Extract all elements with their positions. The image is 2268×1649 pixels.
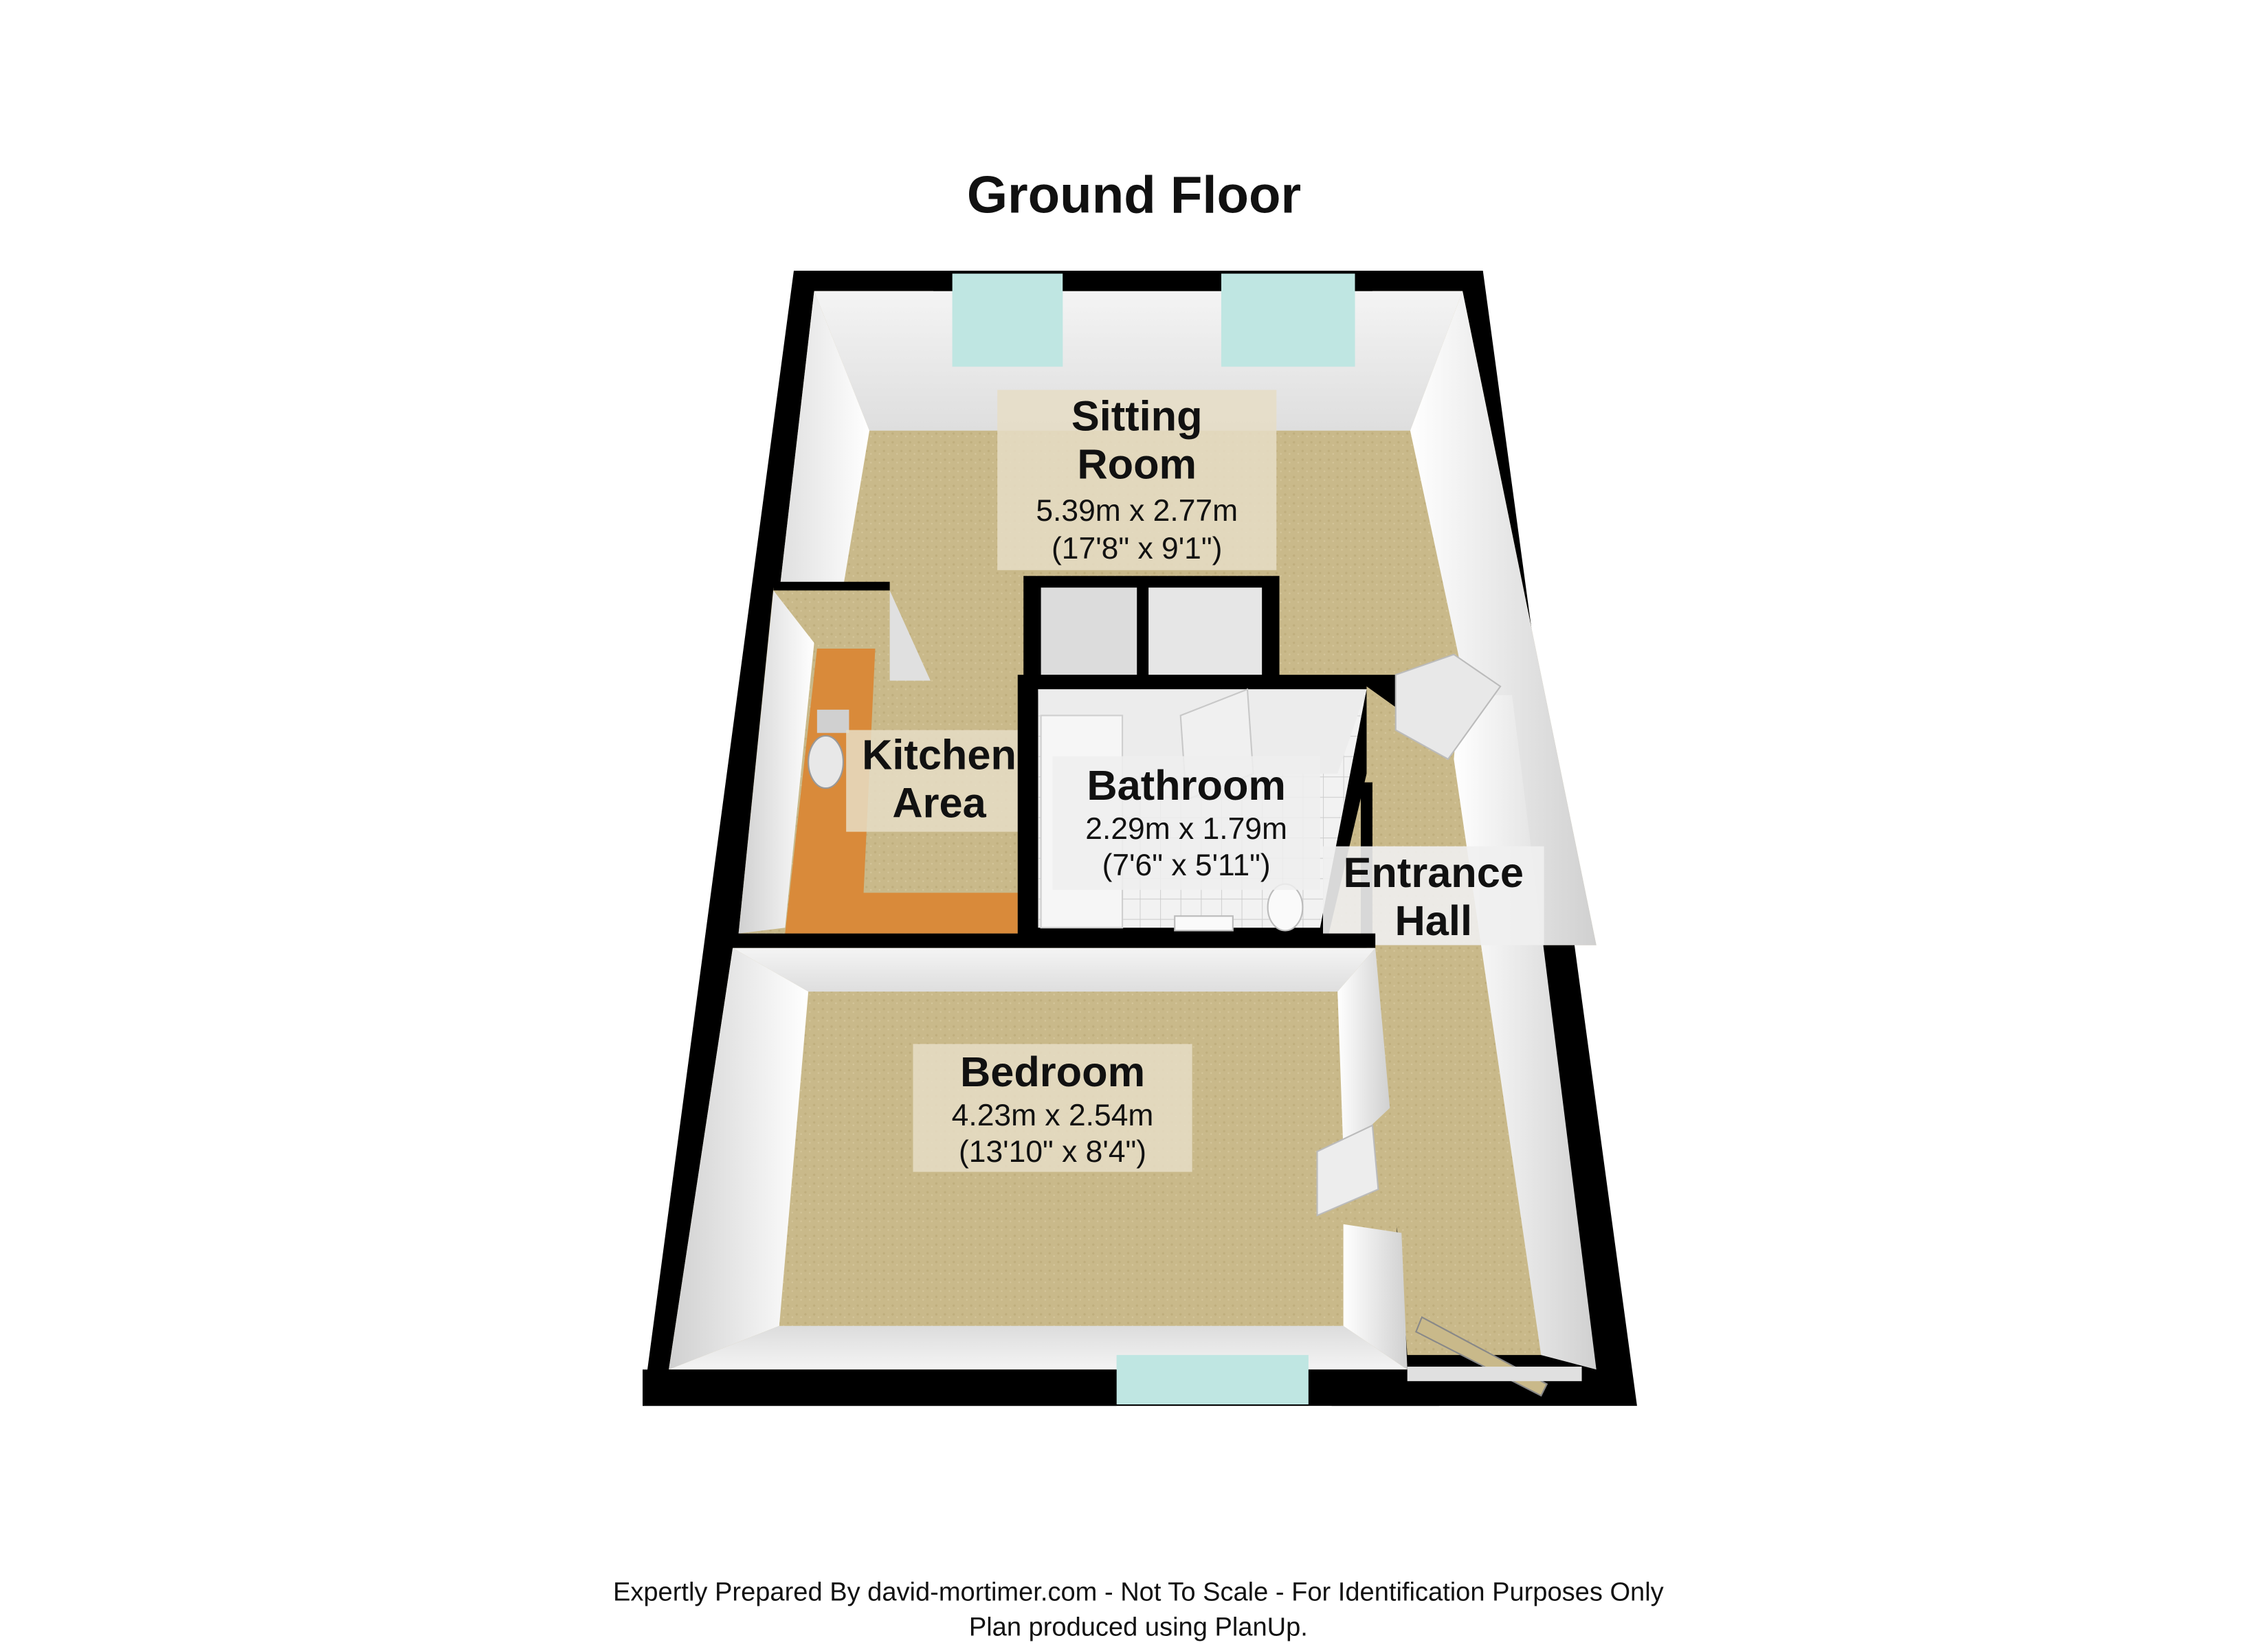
bedroom-door <box>1316 1124 1379 1217</box>
bathroom-label-bg <box>1052 756 1320 890</box>
bedroom-window <box>1116 1355 1309 1405</box>
front-door-threshold <box>1407 1367 1582 1382</box>
hall-door <box>1394 653 1502 761</box>
bathroom-name: Bathroom <box>1087 761 1286 809</box>
plan-title: Ground Floor <box>967 166 1301 224</box>
window-top-left-notch <box>933 271 953 291</box>
toilet-icon <box>1267 883 1304 932</box>
cupboard-right <box>1148 587 1263 675</box>
footer-line2: Plan produced using PlanUp. <box>969 1613 1308 1641</box>
entrance-name-line2: Hall <box>1395 897 1472 944</box>
kitchen-left-wall <box>738 590 814 934</box>
window-top-right <box>1221 273 1355 367</box>
hob-icon <box>816 709 849 733</box>
sink-icon <box>808 734 844 789</box>
kitchen-top-wall-black <box>773 581 890 591</box>
sitting-dims-imperial: (17'8" x 9'1") <box>1052 532 1222 565</box>
footer-line1: Expertly Prepared By david-mortimer.com … <box>613 1578 1664 1607</box>
bedroom-label-bg <box>913 1044 1192 1172</box>
kitchen-label-bg <box>846 730 1032 832</box>
kitchen-name-line2: Area <box>892 778 986 826</box>
kitchen-partition-face <box>889 590 931 681</box>
kitchen-name-line1: Kitchen <box>862 731 1016 778</box>
entrance-name-line1: Entrance <box>1344 849 1524 896</box>
window-top-right-notch <box>1355 271 1372 291</box>
sitting-label-bg <box>997 390 1277 570</box>
bathroom-dims-metric: 2.29m x 1.79m <box>1085 812 1287 846</box>
window-top-left <box>952 273 1063 367</box>
bedroom-bottom-wall-black <box>643 1369 1117 1406</box>
window-gap-wall <box>1063 271 1221 291</box>
bedroom-right-wall <box>1337 947 1390 1152</box>
sitting-dims-metric: 5.39m x 2.77m <box>1036 494 1238 528</box>
basin-icon <box>1174 915 1234 932</box>
bedroom-dims-imperial: (13'10" x 8'4") <box>959 1135 1146 1169</box>
bedroom-bottom-wall-black-right <box>1308 1369 1440 1406</box>
dividing-wall <box>733 933 1376 948</box>
right-outer-wall-face <box>1410 291 1597 945</box>
bedroom-dims-metric: 4.23m x 2.54m <box>952 1099 1154 1132</box>
bedroom-right-wall-lower <box>1343 1224 1408 1370</box>
sitting-name-line2: Room <box>1077 440 1197 488</box>
sitting-name-line1: Sitting <box>1071 392 1203 440</box>
bedroom-left-wall <box>669 947 809 1370</box>
cupboard-left <box>1041 587 1137 675</box>
bathroom-dims-imperial: (7'6" x 5'11") <box>1102 849 1271 882</box>
bedroom-top-wall <box>733 947 1376 992</box>
entrance-label-bg <box>1323 846 1544 945</box>
bedroom-name: Bedroom <box>960 1048 1145 1095</box>
